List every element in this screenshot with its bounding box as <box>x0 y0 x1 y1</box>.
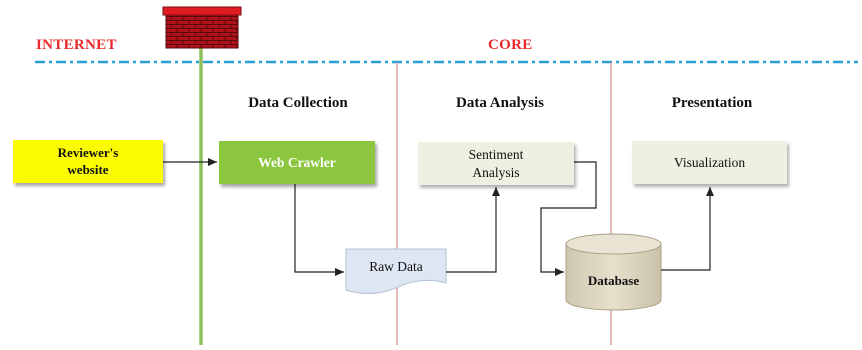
raw-data-shape <box>345 248 447 294</box>
reviewers-website-label-line1: Reviewer's <box>57 144 119 160</box>
web-crawler-label: Web Crawler <box>258 154 336 170</box>
sentiment-analysis-node: Sentiment Analysis <box>418 142 574 185</box>
section-title-collection: Data Collection <box>248 95 348 111</box>
arrow-sentiment-to-database <box>540 161 597 276</box>
sentiment-analysis-label-line2: Analysis <box>472 164 520 180</box>
visualization-node: Visualization <box>632 141 787 184</box>
raw-data-node: Raw Data <box>346 249 446 289</box>
reviewers-website-node: Reviewer's website <box>13 140 163 183</box>
section-title-analysis: Data Analysis <box>456 95 544 111</box>
database-node: Database <box>566 255 661 301</box>
raw-data-label: Raw Data <box>369 259 423 275</box>
arrow-rawdata-to-sentiment <box>446 187 500 273</box>
arrow-database-to-visualization <box>661 187 714 271</box>
firewall-icon <box>162 6 242 49</box>
sentiment-analysis-label-line1: Sentiment <box>468 146 524 162</box>
internet-zone-label: INTERNET <box>36 37 117 53</box>
web-crawler-node: Web Crawler <box>219 141 375 184</box>
visualization-label: Visualization <box>673 154 746 170</box>
database-shape <box>565 233 662 311</box>
core-zone-label: CORE <box>488 37 533 53</box>
arrow-crawler-to-rawdata <box>294 184 344 276</box>
reviewers-website-label-line2: website <box>67 161 109 177</box>
section-title-presentation: Presentation <box>671 95 753 111</box>
database-label: Database <box>587 272 640 288</box>
